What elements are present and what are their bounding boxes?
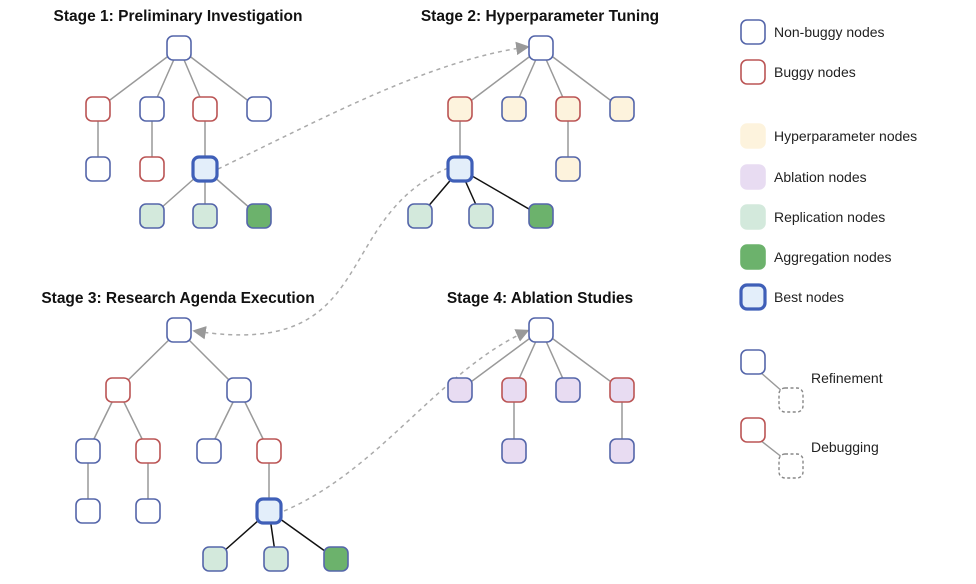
legend-debugging-child bbox=[778, 453, 804, 479]
stage-3-node bbox=[226, 377, 252, 403]
legend-label-aggregation: Aggregation nodes bbox=[774, 249, 892, 265]
stage-3-node bbox=[255, 497, 283, 525]
stage-2-node bbox=[501, 96, 527, 122]
stage-4-title: Stage 4: Ablation Studies bbox=[447, 290, 633, 307]
stage-4-edge bbox=[540, 329, 623, 391]
stage-2-edge bbox=[459, 168, 542, 217]
legend-label-debugging: Debugging bbox=[811, 439, 879, 455]
transition-arrow-2-to-3 bbox=[192, 167, 449, 340]
stage-2-node bbox=[528, 35, 554, 61]
stage-2-edge bbox=[540, 47, 623, 110]
legend-label-best: Best nodes bbox=[774, 289, 844, 305]
legend: Non-buggy nodes Buggy nodes Hyperparamet… bbox=[739, 19, 917, 479]
legend-swatch-buggy bbox=[740, 59, 766, 85]
stage-3-node bbox=[166, 317, 192, 343]
legend-label-refinement: Refinement bbox=[811, 370, 883, 386]
legend-swatch-hyperparameter bbox=[740, 123, 766, 149]
stage-1-node bbox=[191, 155, 219, 183]
stage-1-node bbox=[139, 203, 165, 229]
stage-4-node bbox=[555, 377, 581, 403]
stage-1-node bbox=[192, 96, 218, 122]
stage-3-node bbox=[105, 377, 131, 403]
stage-4-node bbox=[609, 377, 635, 403]
stage-3-title: Stage 3: Research Agenda Execution bbox=[41, 290, 314, 307]
stage-1-node bbox=[85, 96, 111, 122]
stage-1-node bbox=[246, 96, 272, 122]
legend-refinement-edge bbox=[759, 371, 784, 393]
stage-1-node bbox=[192, 203, 218, 229]
legend-swatch-replication bbox=[740, 204, 766, 230]
stage-transitions bbox=[192, 41, 530, 512]
stage-1-node bbox=[166, 35, 192, 61]
stage-4-node bbox=[528, 317, 554, 343]
legend-swatch-aggregation bbox=[740, 244, 766, 270]
tree-nodes bbox=[75, 35, 635, 572]
stage-3-node bbox=[323, 546, 349, 572]
legend-label-non-buggy: Non-buggy nodes bbox=[774, 24, 885, 40]
stage-2-node bbox=[447, 96, 473, 122]
legend-swatch-ablation bbox=[740, 164, 766, 190]
legend-debugging-parent bbox=[740, 417, 766, 443]
stage-4-node bbox=[501, 438, 527, 464]
stage-2-node bbox=[609, 96, 635, 122]
stage-1-title: Stage 1: Preliminary Investigation bbox=[54, 8, 303, 25]
legend-label-hyperparameter: Hyperparameter nodes bbox=[774, 128, 917, 144]
stage-1-node bbox=[139, 96, 165, 122]
stage-2-node bbox=[468, 203, 494, 229]
stage-1-node bbox=[85, 156, 111, 182]
stage-2-node bbox=[528, 203, 554, 229]
stage-1-edge bbox=[178, 47, 260, 110]
stage-4-node bbox=[501, 377, 527, 403]
stage-3-node bbox=[135, 498, 161, 524]
legend-label-ablation: Ablation nodes bbox=[774, 169, 867, 185]
stage-4-node bbox=[447, 377, 473, 403]
stage-2-node bbox=[446, 155, 474, 183]
stage-2-edge bbox=[459, 47, 542, 110]
legend-label-replication: Replication nodes bbox=[774, 209, 885, 225]
legend-refinement-child bbox=[778, 387, 804, 413]
stage-1-node bbox=[139, 156, 165, 182]
stage-1-edge bbox=[97, 47, 180, 110]
stage-3-node bbox=[196, 438, 222, 464]
stage-1-node bbox=[246, 203, 272, 229]
stage-3-node bbox=[135, 438, 161, 464]
legend-swatch-best bbox=[739, 283, 767, 311]
stage-4-edge bbox=[459, 329, 542, 391]
legend-refinement-parent bbox=[740, 349, 766, 375]
stage-4-node bbox=[609, 438, 635, 464]
legend-swatch-non-buggy bbox=[740, 19, 766, 45]
stage-3-node bbox=[75, 438, 101, 464]
legend-debugging-edge bbox=[759, 439, 784, 459]
stage-2-node bbox=[407, 203, 433, 229]
stage-3-node bbox=[256, 438, 282, 464]
stage-3-node bbox=[202, 546, 228, 572]
stage-2-node bbox=[555, 96, 581, 122]
stage-3-node bbox=[263, 546, 289, 572]
transition-arrow-3-to-4 bbox=[283, 329, 530, 512]
legend-label-buggy: Buggy nodes bbox=[774, 64, 856, 80]
stage-2-node bbox=[555, 156, 581, 182]
stage-3-node bbox=[75, 498, 101, 524]
stage-2-title: Stage 2: Hyperparameter Tuning bbox=[421, 8, 659, 25]
